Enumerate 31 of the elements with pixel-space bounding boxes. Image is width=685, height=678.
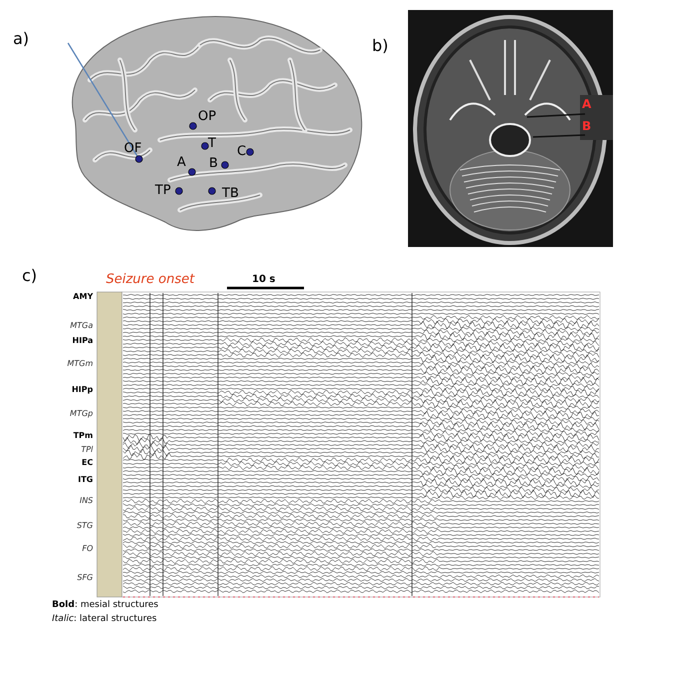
- panel-letter: b): [372, 38, 388, 54]
- channel-group-label: MTGp: [70, 410, 93, 418]
- channel-group-label: AMY: [73, 293, 93, 301]
- electrode-label: TB: [222, 187, 239, 200]
- electrode-label: B: [582, 120, 592, 132]
- channel-group-label: TPl: [81, 446, 93, 454]
- scale-bar-label: 10 s: [252, 275, 276, 285]
- annotation-text: Seizure onset: [106, 273, 194, 286]
- panel-letter: c): [22, 268, 38, 284]
- legend-note: Bold: mesial structures: [52, 601, 158, 610]
- channel-group-label: TPm: [73, 432, 93, 440]
- channel-group-label: FO: [82, 545, 93, 553]
- channel-group-label: ITG: [78, 476, 93, 484]
- legend-note: Italic: lateral structures: [52, 615, 157, 624]
- electrode-label: A: [582, 98, 592, 110]
- channel-group-label: INS: [80, 497, 93, 505]
- electrode-label: TP: [155, 184, 171, 197]
- panel-letter: a): [13, 31, 30, 47]
- electrode-label: OF: [124, 142, 142, 155]
- channel-group-label: HIPp: [72, 386, 93, 394]
- channel-group-label: MTGa: [70, 322, 93, 330]
- electrode-label: B: [209, 157, 218, 170]
- channel-group-label: EC: [82, 459, 93, 467]
- channel-group-label: STG: [76, 522, 93, 530]
- electrode-label: T: [208, 137, 216, 150]
- electrode-label: A: [177, 156, 186, 169]
- channel-group-label: HIPa: [72, 337, 93, 345]
- electrode-label: OP: [198, 110, 216, 123]
- channel-group-label: SFG: [77, 574, 93, 582]
- electrode-label: C: [237, 145, 246, 158]
- channel-group-label: MTGm: [67, 360, 93, 368]
